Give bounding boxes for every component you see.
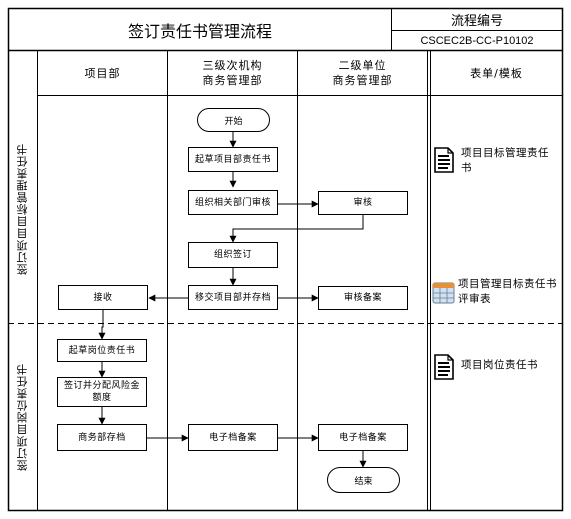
review-record-node: 审核备案 <box>318 286 408 310</box>
draft-post-responsibility-node: 起草岗位责任书 <box>57 339 147 362</box>
sign-allocate-risk-node: 签订并分配风险金额度 <box>57 377 147 407</box>
column-header-label-line1: 二级单位 <box>338 59 387 72</box>
column-header-forms: 表单/模板 <box>431 51 562 95</box>
column-header-label-line2: 商务管理部 <box>332 74 393 87</box>
spreadsheet-icon <box>432 281 456 305</box>
electronic-archive-tier2-node: 电子档备案 <box>318 424 408 451</box>
electronic-archive-tier3-node: 电子档备案 <box>188 424 278 451</box>
column-header-label: 表单/模板 <box>470 66 523 80</box>
column-header-label-line1: 三级次机构 <box>202 59 263 72</box>
column-header-tier2: 二级单位 商务管理部 <box>298 51 427 95</box>
form-target-responsibility: 项目目标管理责任书 <box>461 147 549 174</box>
start-node: 开始 <box>197 108 270 132</box>
column-header-label: 项目部 <box>84 66 121 80</box>
review-node: 审核 <box>318 191 408 215</box>
column-header-label-line2: 商务管理部 <box>202 74 263 87</box>
column-header-project-dept: 项目部 <box>38 51 167 95</box>
transfer-archive-node: 移交项目部并存档 <box>188 285 278 310</box>
organize-review-node: 组织相关部门审核 <box>188 190 278 215</box>
business-archive-node: 商务部存档 <box>57 424 147 451</box>
lane-label-post-responsibility: 签订项目岗位责任书 <box>16 363 29 471</box>
lane-label-target-responsibility: 签订项目目标管理责任书 <box>16 143 29 276</box>
process-code-value: CSCEC2B-CC-P10102 <box>420 34 534 47</box>
process-code-label: 流程编号 <box>450 14 503 29</box>
document-icon <box>433 354 455 380</box>
form-post-responsibility: 项目岗位责任书 <box>461 359 538 371</box>
draft-dept-responsibility-node: 起草项目部责任书 <box>188 147 278 172</box>
organize-sign-node: 组织签订 <box>188 242 278 268</box>
receive-node: 接收 <box>58 285 148 310</box>
page-title: 签订责任书管理流程 <box>127 21 272 41</box>
document-icon <box>433 147 455 173</box>
form-evaluation-table: 项目管理目标责任书评审表 <box>458 278 557 305</box>
column-header-tier3: 三级次机构 商务管理部 <box>168 51 297 95</box>
end-node: 结束 <box>327 467 400 493</box>
